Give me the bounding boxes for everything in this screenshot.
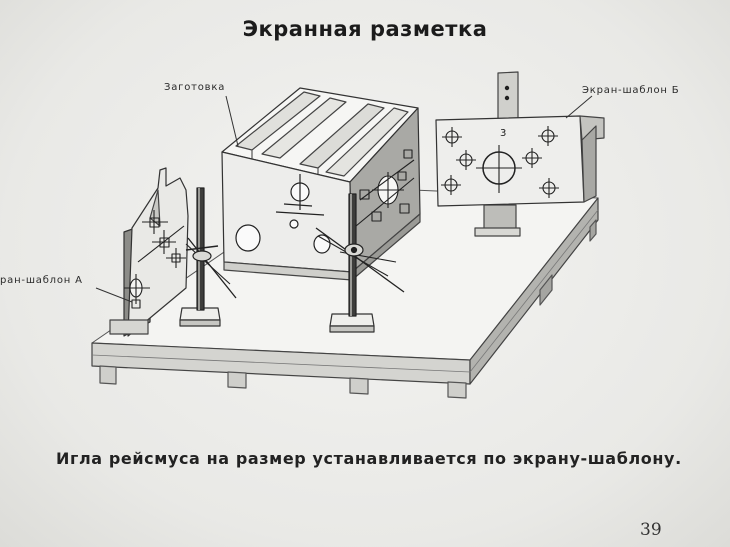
svg-text:3: 3 xyxy=(500,128,506,139)
surface-gauge-right xyxy=(315,193,405,333)
diagram-title: Экранная разметка xyxy=(242,17,488,41)
surface-gauge-left xyxy=(179,187,237,327)
screen-template-b: 3 xyxy=(435,71,605,237)
caption: Игла рейсмуса на размер устанавливается … xyxy=(56,449,682,468)
leader-lines xyxy=(95,95,593,303)
screen-template-a xyxy=(109,167,189,337)
label-screen-template-b: Экран-шаблон Б xyxy=(582,85,680,96)
label-blank: Заготовка xyxy=(164,82,226,93)
page-number: 39 xyxy=(640,520,662,540)
workpiece-blank xyxy=(221,87,421,281)
label-screen-template-a: ран-шаблон А xyxy=(0,275,83,286)
